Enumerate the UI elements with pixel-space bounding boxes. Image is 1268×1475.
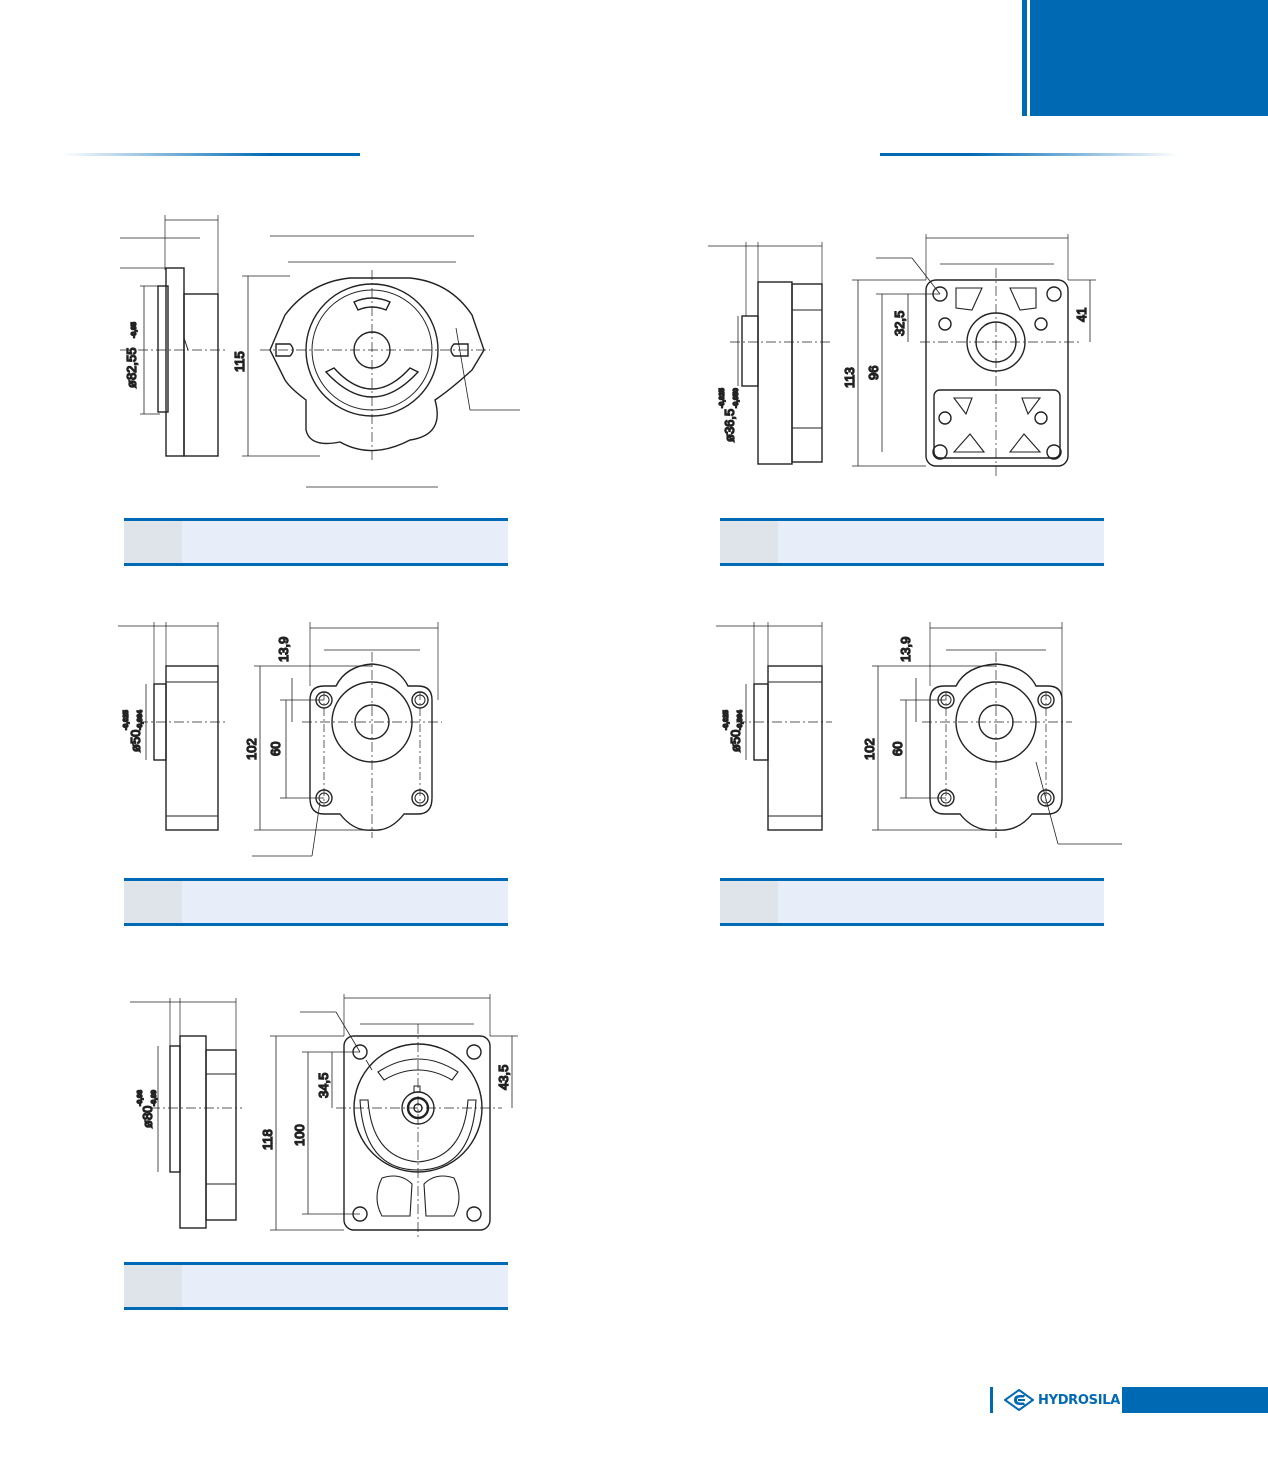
drawing-e-height-inner: 100 (292, 1124, 307, 1146)
drawing-d-diameter-tol-upper: -0,025 (723, 710, 730, 730)
drawing-b: ø36,5 -0,025 -0,050 113 96 32,5 (700, 228, 1120, 498)
drawing-c-height-inner: 60 (268, 742, 283, 756)
header-corner-block (1030, 0, 1268, 116)
drawing-e-offset-left: 34,5 (316, 1073, 331, 1098)
drawing-a-diameter: ø82,55 (124, 348, 139, 388)
drawing-e-front-view (270, 994, 518, 1238)
drawing-a-caption-bar (124, 518, 508, 566)
drawing-b-diameter: ø36,5 (722, 409, 737, 442)
drawing-e-height-outer: 118 (260, 1129, 275, 1150)
drawing-d-diameter-tol-lower: -0,064 (737, 710, 744, 730)
drawing-d-caption-key (720, 881, 778, 923)
drawing-d-height-outer: 102 (862, 738, 877, 760)
drawing-d-diameter: ø50 (728, 730, 743, 752)
drawing-e-offset-right: 43,5 (496, 1065, 511, 1090)
drawing-d-offset: 13,9 (898, 637, 913, 662)
drawing-a-front-view (242, 235, 520, 488)
drawing-c-offset: 13,9 (276, 637, 291, 662)
drawing-b-height-inner: 96 (866, 366, 881, 380)
header-accent-stripe (1022, 0, 1027, 116)
drawing-e-diameter-tol-lower: -0,09 (151, 1090, 158, 1106)
drawing-c-diameter-tol-lower: -0,064 (137, 710, 144, 730)
drawing-c-side-view (118, 622, 226, 831)
drawing-c-caption-key (124, 881, 182, 923)
drawing-b-diameter-tol-upper: -0,025 (719, 388, 726, 408)
drawing-e: ø80 -0,06 -0,09 118 100 34,5 43 (110, 988, 530, 1238)
footer-divider (990, 1387, 993, 1413)
drawing-c-diameter: ø50 (128, 730, 143, 752)
drawing-d-side-view (716, 622, 832, 831)
drawing-e-diameter-tol-upper: -0,06 (137, 1090, 144, 1106)
drawing-a: ø82,55 -0,05 115 (110, 210, 530, 500)
drawing-e-side-view (130, 998, 242, 1229)
drawing-b-offset-left: 32,5 (892, 311, 907, 336)
drawing-d-height-inner: 60 (890, 742, 905, 756)
drawing-e-caption-bar (124, 1262, 508, 1310)
drawing-c-height-outer: 102 (244, 738, 259, 760)
drawing-e-diameter: ø80 (140, 1106, 155, 1128)
drawing-d-caption-bar (720, 878, 1104, 926)
section-rule-right (880, 153, 1178, 156)
brand-name: HYDROSILA (1038, 1392, 1120, 1408)
section-rule-left (62, 153, 360, 156)
drawing-c-caption-bar (124, 878, 508, 926)
hydrosila-logo-icon (1004, 1389, 1034, 1411)
drawing-b-diameter-tol-lower: -0,050 (733, 388, 740, 408)
drawing-b-caption-bar (720, 518, 1104, 566)
drawing-a-height: 115 (232, 351, 247, 372)
drawing-b-side-view (708, 242, 830, 465)
drawing-a-side-view (120, 215, 228, 457)
drawing-b-caption-key (720, 521, 778, 563)
drawing-a-diameter-tol: -0,05 (131, 322, 138, 338)
brand-logo: HYDROSILA (1004, 1386, 1120, 1414)
drawing-d-front-view (872, 622, 1122, 845)
drawing-c-diameter-tol-upper: -0,025 (123, 710, 130, 730)
drawing-c: ø50 -0,025 -0,064 13,9 102 60 (110, 612, 530, 862)
drawing-b-offset-right: 41 (1074, 308, 1089, 322)
drawing-d: ø50 -0,025 -0,064 13,9 102 60 (706, 612, 1136, 862)
drawing-a-caption-key (124, 521, 182, 563)
footer-bar (1122, 1387, 1268, 1413)
drawing-c-front-view (252, 622, 442, 857)
drawing-e-caption-key (124, 1265, 182, 1307)
drawing-b-height-outer: 113 (842, 367, 857, 388)
drawing-b-front-view (852, 234, 1096, 478)
